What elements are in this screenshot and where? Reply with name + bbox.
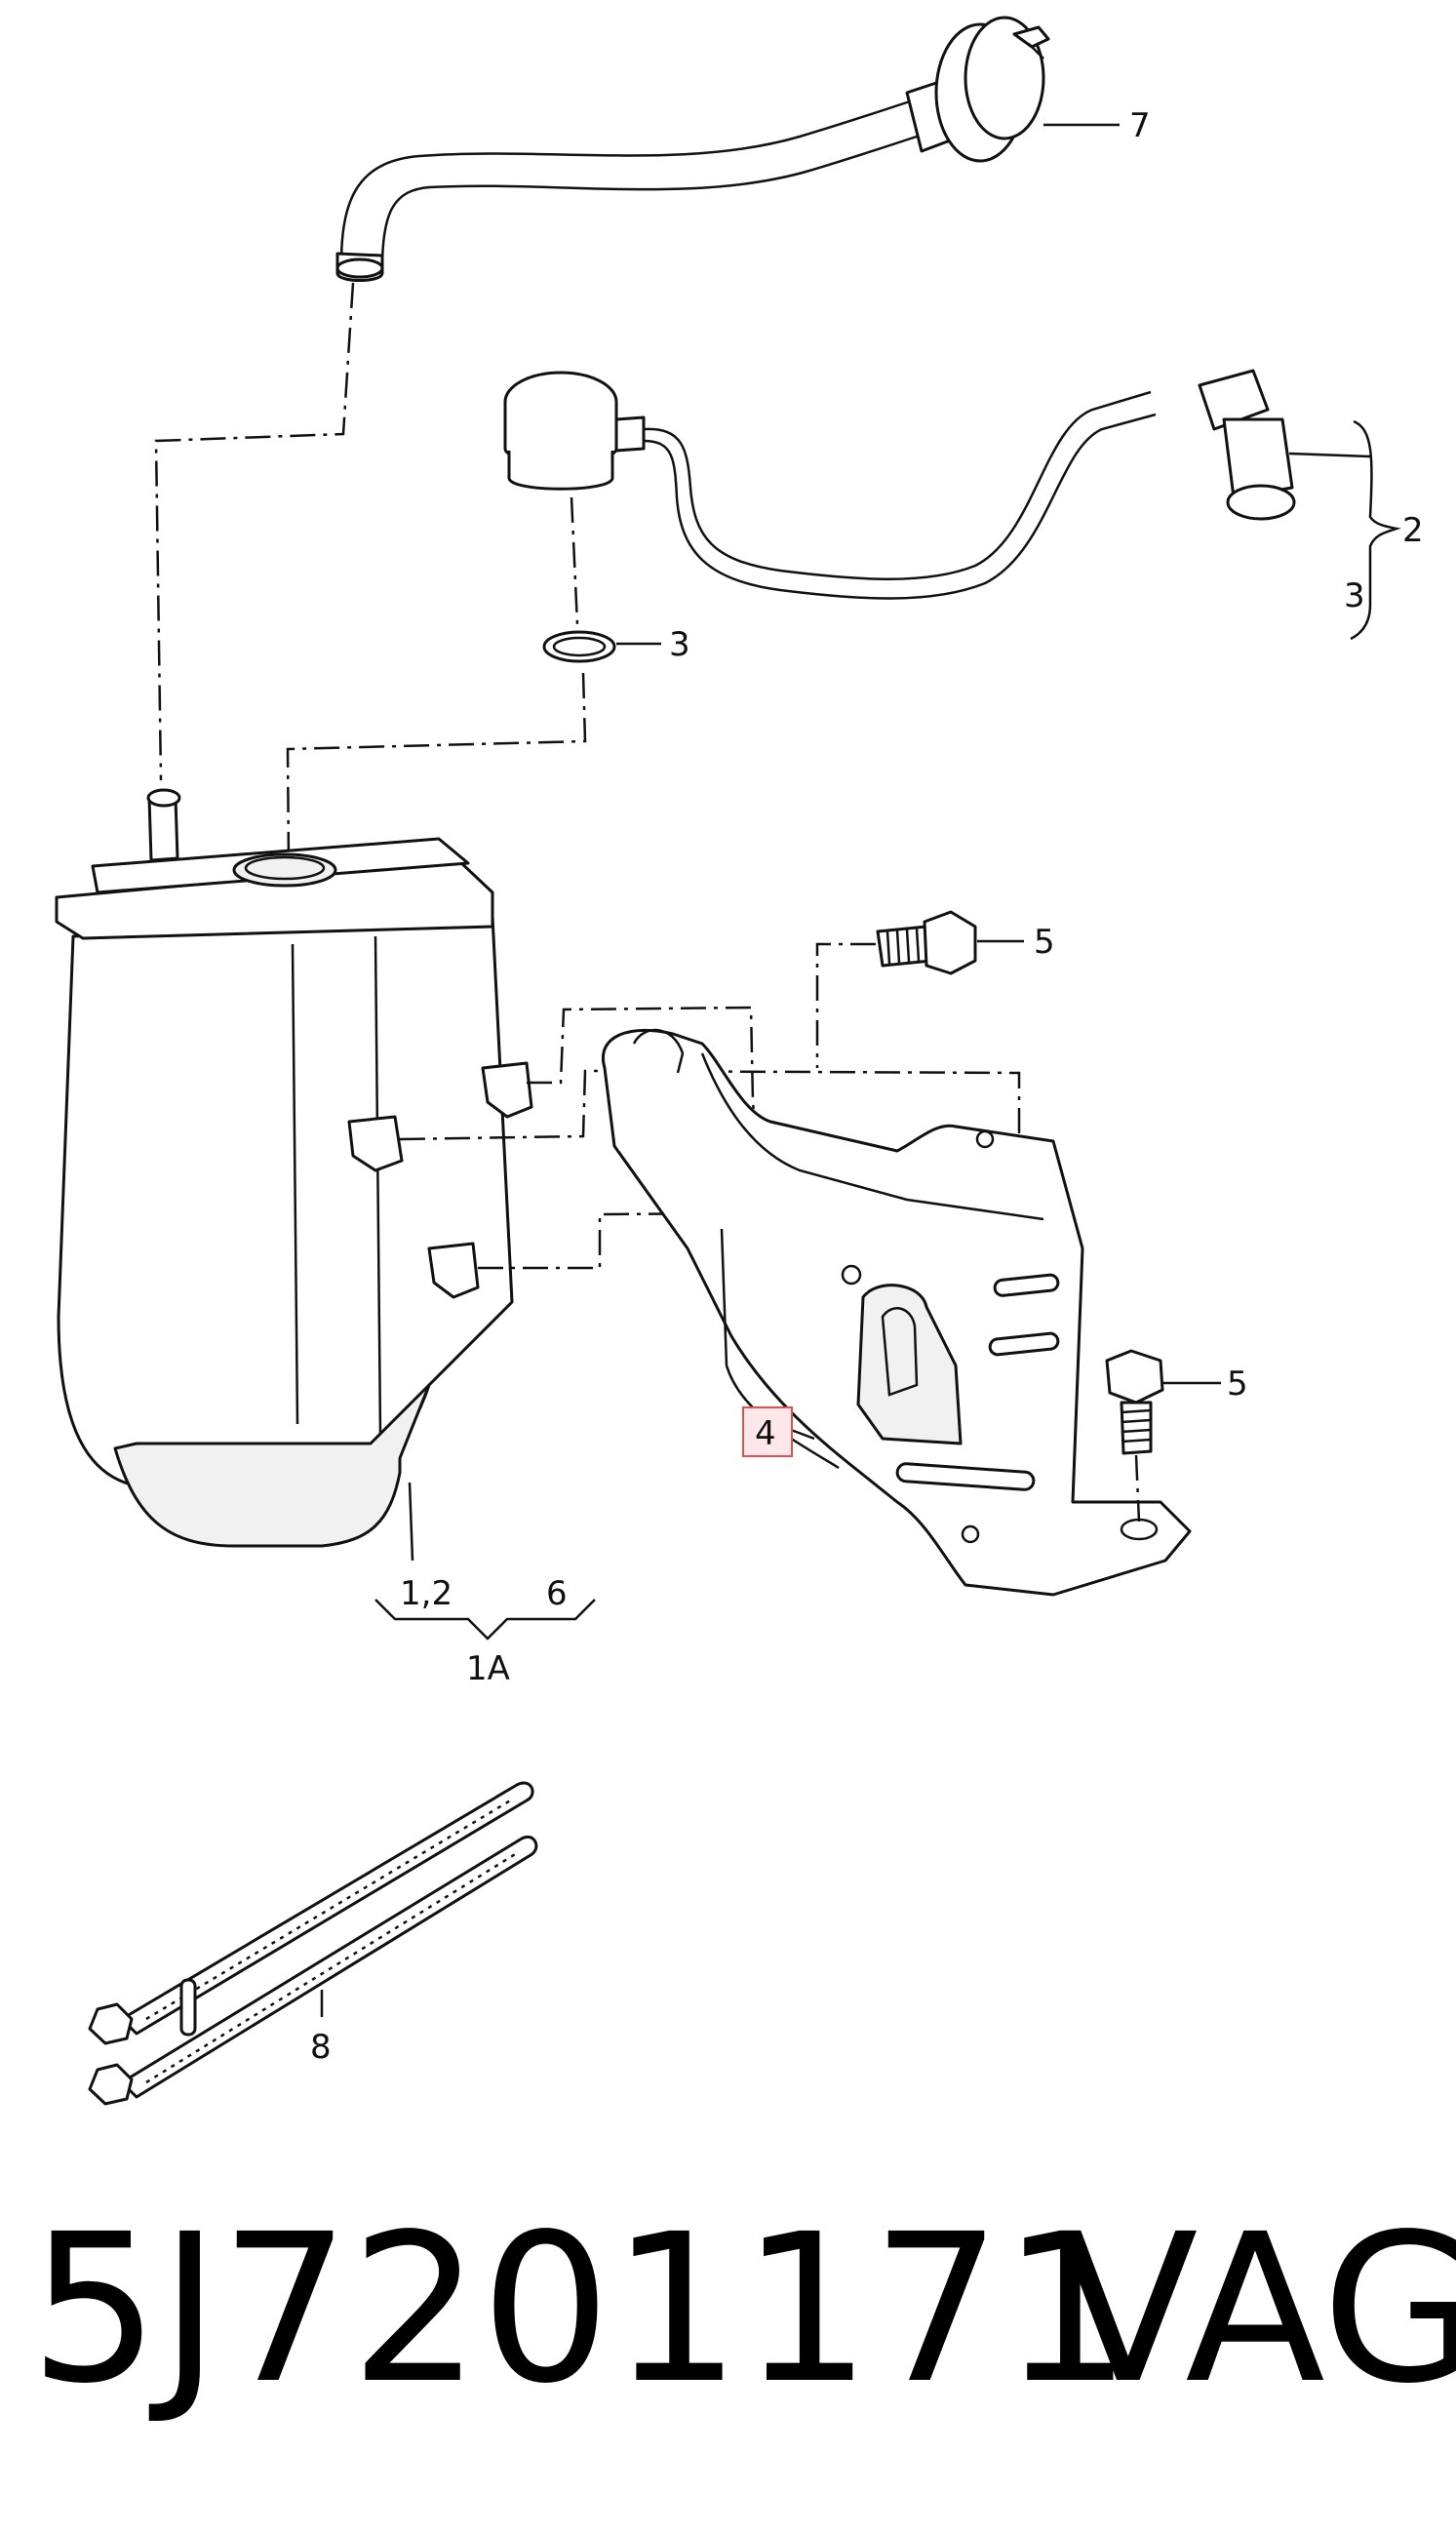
purge-valve-assembly [503, 369, 1401, 641]
canister-nipple [146, 788, 181, 862]
callout-2: 2 [1402, 511, 1424, 550]
callout-1A: 1A [466, 1649, 510, 1688]
o-ring-part-3 [542, 630, 661, 663]
callout-6: 6 [546, 1574, 568, 1613]
charcoal-canister-part-1A [55, 788, 533, 1562]
callout-1-2: 1,2 [400, 1574, 453, 1613]
connector-valve-to-oring [570, 496, 579, 625]
connector-hose-to-canister [154, 282, 355, 781]
brace-1A [374, 1599, 596, 1641]
callout-5-right: 5 [1227, 1365, 1248, 1404]
bolt-right-part-5 [1105, 1349, 1221, 1455]
callout-3-ring: 3 [669, 625, 690, 664]
callout-4: 4 [755, 1414, 776, 1453]
callout-8: 8 [310, 2028, 332, 2067]
canister-clips [347, 1061, 533, 1299]
cable-ties-part-8 [88, 1781, 538, 2106]
connector-clip-middle [399, 1069, 1021, 1229]
connector-oring-to-canister [286, 672, 587, 864]
vent-hose-part-7 [335, 16, 1120, 282]
vent-valve [905, 16, 1050, 163]
brand-name: VAG [1058, 2190, 1456, 2429]
bracket-part-4 [601, 1028, 1192, 1597]
connector-bolt-right [1134, 1454, 1141, 1523]
bolt-top-part-5 [876, 910, 1024, 975]
quick-connector [1198, 369, 1296, 521]
callout-5-top: 5 [1034, 923, 1055, 962]
connector-clip-bottom [478, 1210, 904, 1356]
connector-bolt-top [815, 942, 876, 1068]
callout-3-right: 3 [1344, 576, 1365, 615]
connector-clips-to-bracket [527, 1006, 763, 1186]
part-number: 5J7201171 [29, 2190, 1132, 2429]
callout-7: 7 [1129, 106, 1151, 145]
callout-4-box: 4 [742, 1406, 793, 1457]
